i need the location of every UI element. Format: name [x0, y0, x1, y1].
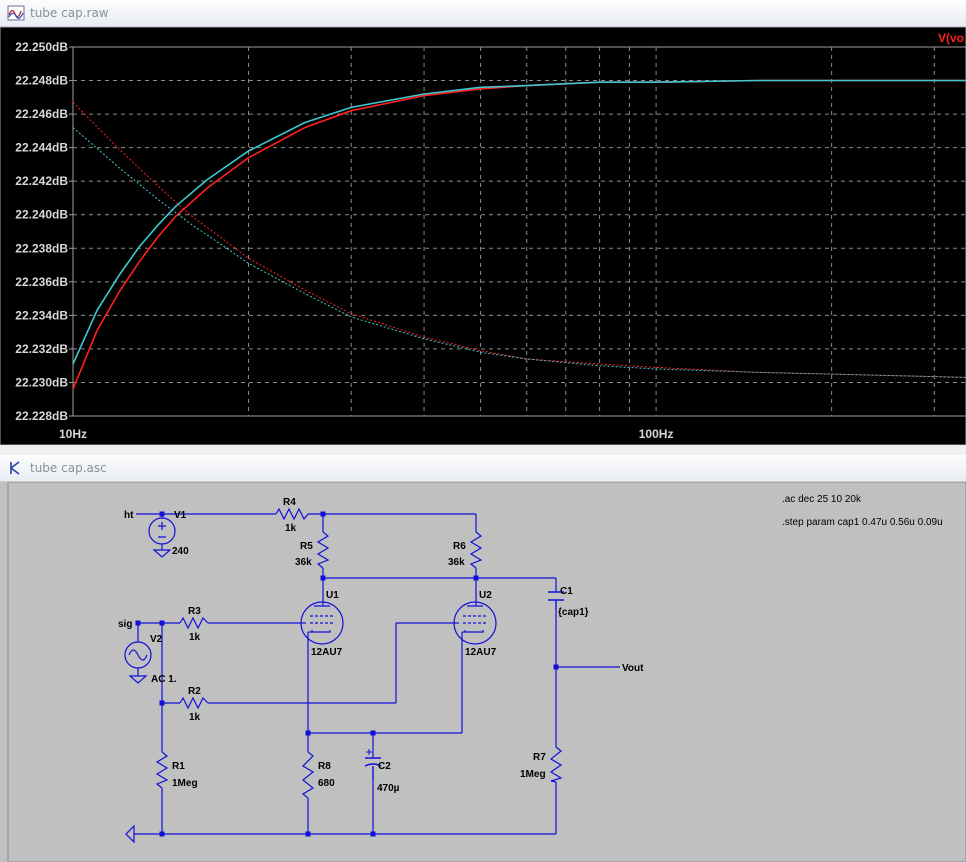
- r7-resistor: [549, 746, 563, 783]
- plot-window-title: tube cap.raw: [30, 6, 109, 20]
- r2-name: R2: [188, 686, 201, 697]
- net-label-ht: ht: [124, 510, 134, 521]
- r2-resistor: [179, 696, 209, 710]
- u1-value: 12AU7: [311, 647, 343, 658]
- plot-window-titlebar[interactable]: tube cap.raw: [0, 0, 966, 27]
- plot-traces: [72, 79, 966, 390]
- y-tick-label: 22.234dB: [15, 308, 68, 322]
- plot-background: [0, 27, 966, 445]
- y-tick-label: 22.240dB: [15, 208, 68, 222]
- resistors: [155, 507, 563, 799]
- r4-name: R4: [283, 497, 296, 508]
- r6-name: R6: [453, 541, 466, 552]
- r8-name: R8: [318, 761, 331, 772]
- y-tick-label: 22.236dB: [15, 275, 68, 289]
- net-label-sig: sig: [118, 619, 132, 630]
- r7-name: R7: [533, 752, 546, 763]
- waveform-icon: [7, 5, 25, 21]
- y-tick-label: 22.242dB: [15, 174, 68, 188]
- c1-capacitor: [548, 591, 564, 610]
- capacitors: [364, 591, 564, 780]
- schematic-icon: [10, 461, 20, 475]
- y-tick-label: 22.246dB: [15, 107, 68, 121]
- u2-value: 12AU7: [465, 647, 497, 658]
- schematic-window-title: tube cap.asc: [30, 461, 107, 475]
- x-tick-label: 10Hz: [59, 427, 87, 441]
- c2-capacitor: [364, 757, 382, 780]
- r8-value: 680: [318, 778, 335, 789]
- spice-directive-ac[interactable]: .ac dec 25 10 20k: [782, 494, 862, 505]
- u2-name: U2: [479, 590, 492, 601]
- trace-series-3[interactable]: [72, 127, 966, 378]
- y-tick-label: 22.238dB: [15, 241, 68, 255]
- schematic-window-titlebar[interactable]: tube cap.asc: [0, 455, 966, 482]
- r2-value: 1k: [189, 712, 201, 723]
- r3-name: R3: [188, 606, 201, 617]
- r1-value: 1Meg: [172, 778, 198, 789]
- y-tick-label: 22.250dB: [15, 40, 68, 54]
- v2-value: AC 1.: [151, 674, 177, 685]
- trace-series-1[interactable]: [72, 79, 966, 365]
- y-tick-label: 22.248dB: [15, 74, 68, 88]
- r8-resistor: [301, 751, 315, 799]
- c1-name: C1: [560, 586, 573, 597]
- y-axis-labels: 22.250dB 22.248dB 22.246dB 22.244dB 22.242dB…: [15, 40, 68, 423]
- u1-name: U1: [326, 590, 339, 601]
- r3-resistor: [179, 616, 209, 630]
- ground-v1: [152, 549, 172, 558]
- r7-value: 1Meg: [520, 769, 546, 780]
- x-tick-label: 100Hz: [639, 427, 674, 441]
- r3-value: 1k: [189, 632, 201, 643]
- schematic-canvas[interactable]: ht V1 240 R4 1k R5 36k R6 36k U1 12AU7 U…: [0, 482, 966, 862]
- spice-directive-step[interactable]: .step param cap1 0.47u 0.56u 0.09u: [782, 517, 943, 528]
- junctions: [135, 511, 559, 837]
- u1-tube: [300, 601, 344, 645]
- ground-rail: [125, 824, 135, 844]
- c2-value: 470µ: [377, 783, 400, 794]
- v2-source: [124, 641, 152, 669]
- c1-value: {cap1}: [558, 607, 589, 618]
- plot-grid: [69, 46, 966, 417]
- tubes: [300, 601, 497, 645]
- trace-label[interactable]: V(vo: [938, 31, 964, 45]
- y-tick-label: 22.244dB: [15, 141, 68, 155]
- y-tick-label: 22.228dB: [15, 409, 68, 423]
- net-label-vout: Vout: [622, 663, 644, 674]
- v1-name: V1: [174, 510, 187, 521]
- u2-tube: [453, 601, 497, 645]
- r5-resistor: [316, 531, 330, 569]
- v1-source: [148, 517, 176, 545]
- r1-resistor: [155, 751, 169, 789]
- v1-value: 240: [172, 546, 189, 557]
- r1-name: R1: [172, 761, 185, 772]
- x-axis-labels: 10Hz 100Hz: [59, 427, 673, 441]
- plot-frame: [72, 46, 966, 417]
- waveform-plot[interactable]: 22.250dB 22.248dB 22.246dB 22.244dB 22.242dB…: [0, 27, 966, 445]
- sources: [124, 517, 176, 844]
- r5-name: R5: [300, 541, 313, 552]
- r5-value: 36k: [295, 557, 312, 568]
- r4-value: 1k: [285, 523, 297, 534]
- r6-resistor: [469, 531, 483, 569]
- v2-name: V2: [150, 634, 163, 645]
- ground-v2: [128, 675, 148, 684]
- r6-value: 36k: [448, 557, 465, 568]
- c2-name: C2: [378, 761, 391, 772]
- y-tick-label: 22.230dB: [15, 375, 68, 389]
- r4-resistor: [275, 507, 309, 521]
- y-tick-label: 22.232dB: [15, 342, 68, 356]
